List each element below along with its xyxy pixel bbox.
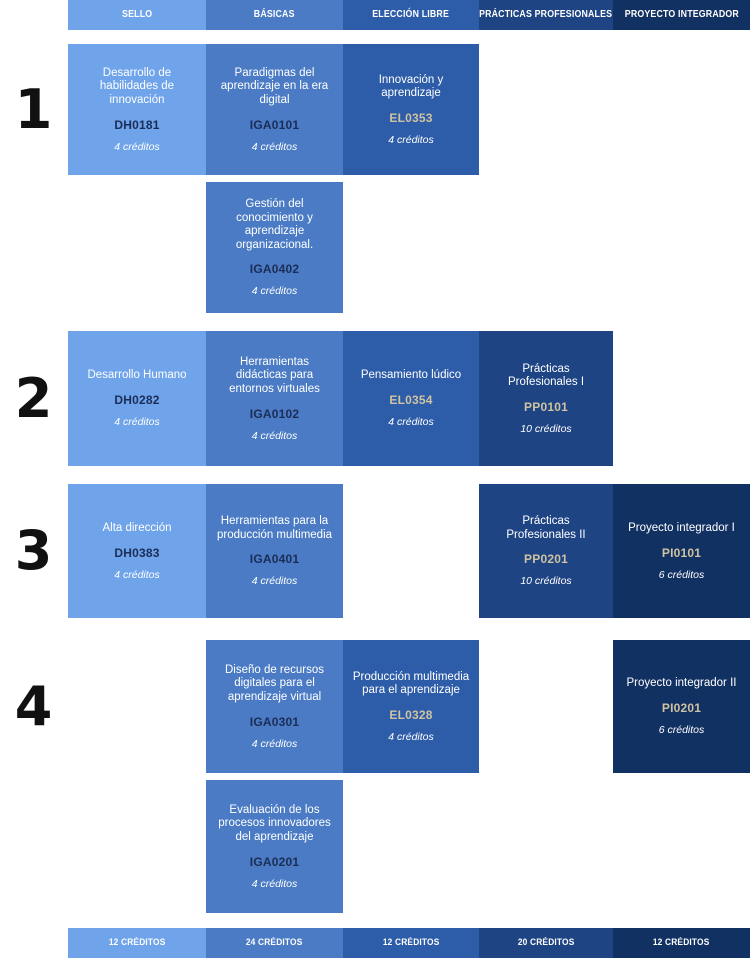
course-card-pp0101[interactable]: Prácticas Profesionales I PP0101 10 crédit… (479, 331, 613, 466)
credit-total-practicas-profesionales: 20 CRÉDITOS (479, 928, 613, 958)
course-code: EL0353 (389, 110, 433, 125)
header-category-label: ELECCIÓN LIBRE (372, 9, 450, 20)
header-category-eleccion-libre: ELECCIÓN LIBRE (343, 0, 479, 30)
course-code: PP0101 (524, 399, 568, 414)
credit-total-label: 12 CRÉDITOS (382, 937, 440, 949)
header-category-sello: SELLO (68, 0, 206, 30)
credit-total-label: 24 CRÉDITOS (246, 937, 303, 949)
credit-total-eleccion-libre: 12 CRÉDITOS (343, 928, 479, 958)
credit-total-label: 20 CRÉDITOS (517, 937, 575, 949)
course-card-el0328[interactable]: Producción multimedia para el aprendizaj… (343, 640, 479, 773)
course-name: Pensamiento lúdico (360, 369, 462, 382)
course-name: Desarrollo Humano (87, 369, 187, 382)
course-credits: 4 créditos (388, 730, 434, 743)
course-code: DH0181 (114, 117, 160, 132)
course-card-iga0101[interactable]: Paradigmas del aprendizaje en la era dig… (206, 44, 343, 175)
header-category-proyecto-integrador: PROYECTO INTEGRADOR (613, 0, 750, 30)
course-credits: 4 créditos (388, 133, 434, 146)
course-credits: 4 créditos (251, 140, 298, 153)
credit-totals-footer-bar: 12 CRÉDITOS 24 CRÉDITOS 12 CRÉDITOS 20 CRÉD… (0, 928, 750, 958)
semester-number-1: 1 (14, 77, 53, 141)
course-name: Evaluación de los procesos innovadores d… (218, 803, 331, 844)
credit-total-label: 12 CRÉDITOS (653, 937, 710, 949)
course-name: Gestión del conocimiento y aprendizaje o… (235, 198, 314, 251)
course-credits: 4 créditos (251, 877, 298, 890)
course-credits: 4 créditos (114, 568, 160, 581)
course-credits: 4 créditos (251, 429, 298, 442)
credit-total-sello: 12 CRÉDITOS (68, 928, 206, 958)
course-code: PI0201 (661, 701, 702, 716)
course-credits: 4 créditos (251, 737, 298, 750)
credit-total-label: 12 CRÉDITOS (108, 937, 166, 949)
header-category-practicas-profesionales: PRÁCTICAS PROFESIONALES (479, 0, 613, 30)
course-code: EL0354 (389, 393, 433, 408)
course-name: Herramientas didácticas para entornos vi… (229, 355, 320, 396)
course-code: IGA0102 (249, 406, 300, 421)
header-left-spacer (0, 0, 66, 30)
course-credits: 6 créditos (658, 568, 705, 581)
course-credits: 4 créditos (251, 575, 298, 588)
course-name: Producción multimedia para el aprendizaj… (352, 670, 470, 697)
header-category-label: PRÁCTICAS PROFESIONALES (479, 9, 613, 20)
course-card-pi0101[interactable]: Proyecto integrador I PI0101 6 créditos (613, 484, 750, 618)
course-name: Desarrollo de habilidades de innovación (99, 66, 175, 107)
course-credits: 4 créditos (114, 416, 160, 429)
course-code: IGA0301 (249, 714, 300, 729)
semester-number-2: 2 (14, 366, 53, 430)
course-card-iga0401[interactable]: Herramientas para la producción multimed… (206, 484, 343, 618)
course-name: Proyecto integrador II (626, 677, 737, 690)
semester-number-3: 3 (14, 519, 53, 582)
category-header-bar: SELLO BÁSICAS ELECCIÓN LIBRE PRÁCTICAS PROF… (0, 0, 750, 30)
course-name: Proyecto integrador I (628, 521, 735, 534)
course-name: Herramientas para la producción multimed… (216, 515, 333, 541)
course-name: Paradigmas del aprendizaje en la era dig… (220, 66, 329, 107)
course-credits: 4 créditos (114, 140, 160, 153)
course-code: IGA0201 (249, 854, 300, 869)
course-code: PI0101 (661, 545, 702, 560)
course-name: Innovación y aprendizaje (378, 73, 444, 100)
credit-total-proyecto-integrador: 12 CRÉDITOS (613, 928, 750, 958)
semester-number-4: 4 (14, 674, 53, 738)
course-credits: 10 créditos (520, 422, 572, 435)
course-card-pi0201[interactable]: Proyecto integrador II PI0201 6 créditos (613, 640, 750, 773)
course-card-iga0402[interactable]: Gestión del conocimiento y aprendizaje o… (206, 182, 343, 313)
course-code: EL0328 (389, 707, 433, 722)
course-code: DH0282 (114, 393, 160, 408)
course-credits: 4 créditos (251, 285, 298, 298)
header-category-label: BÁSICAS (254, 9, 295, 20)
course-name: Prácticas Profesionales I (507, 362, 585, 389)
course-credits: 4 créditos (388, 416, 434, 429)
course-credits: 6 créditos (658, 724, 705, 737)
course-card-iga0301[interactable]: Diseño de recursos digitales para el apr… (206, 640, 343, 773)
course-name: Alta dirección (102, 521, 172, 534)
header-category-label: SELLO (121, 9, 153, 20)
course-credits: 10 créditos (520, 575, 572, 588)
header-category-basicas: BÁSICAS (206, 0, 343, 30)
course-card-iga0201[interactable]: Evaluación de los procesos innovadores d… (206, 780, 343, 913)
credit-total-basicas: 24 CRÉDITOS (206, 928, 343, 958)
header-category-label: PROYECTO INTEGRADOR (624, 9, 739, 20)
course-code: IGA0101 (249, 117, 300, 132)
course-code: PP0201 (524, 552, 568, 567)
course-code: IGA0402 (249, 262, 300, 277)
course-card-pp0201[interactable]: Prácticas Profesionales II PP0201 10 crédi… (479, 484, 613, 618)
course-name: Prácticas Profesionales II (506, 515, 586, 541)
course-card-iga0102[interactable]: Herramientas didácticas para entornos vi… (206, 331, 343, 466)
footer-left-spacer (0, 928, 66, 958)
course-code: IGA0401 (249, 552, 300, 567)
course-code: DH0383 (114, 545, 160, 560)
course-name: Diseño de recursos digitales para el apr… (224, 663, 325, 704)
